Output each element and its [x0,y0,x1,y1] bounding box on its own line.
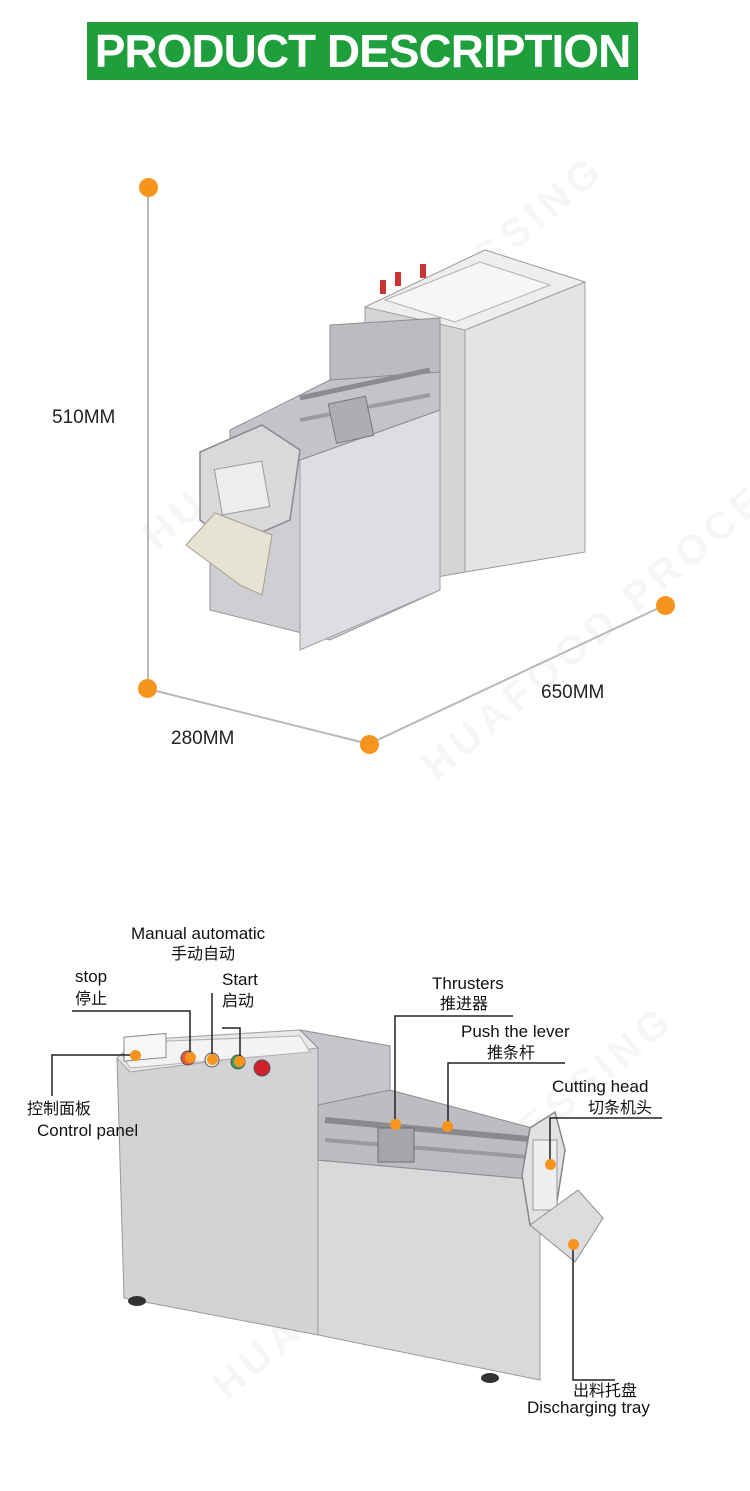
machine-image-top [185,249,587,651]
manual-automatic-marker [207,1054,218,1065]
origin-marker [138,679,157,698]
length-label: 650MM [541,682,605,703]
start-marker [234,1056,245,1067]
machine-image-bottom [116,1029,604,1383]
discharging-tray-marker [568,1239,579,1250]
thrusters-label: Thrusters [432,974,504,993]
height-top-marker [139,178,158,197]
stop-label: stop [75,967,108,986]
cutting-head-label: Cutting head [552,1077,649,1096]
start-label-cn: 启动 [222,991,255,1010]
thrusters-marker [390,1119,401,1130]
thrusters-label-cn: 推进器 [440,994,489,1013]
corner-marker [360,735,379,754]
manual-automatic-label: Manual automatic [131,924,266,943]
discharging-tray-label: Discharging tray [527,1398,650,1417]
control-panel-label-cn: 控制面板 [27,1099,92,1118]
width-label: 280MM [171,728,235,749]
push-lever-label-cn: 推条杆 [487,1043,536,1062]
page-title: PRODUCT DESCRIPTION [87,22,638,80]
stop-marker [185,1052,196,1063]
manual-automatic-label-cn: 手动自动 [171,944,236,963]
stop-label-cn: 停止 [75,989,108,1008]
push-lever-marker [442,1121,453,1132]
control-panel-label: Control panel [37,1121,139,1140]
push-lever-label: Push the lever [461,1022,570,1041]
height-label: 510MM [52,407,116,428]
control-panel-marker [130,1050,141,1061]
length-end-marker [656,596,675,615]
discharging-tray-label-cn: 出料托盘 [573,1381,638,1400]
cutting-head-marker [545,1159,556,1170]
cutting-head-label-cn: 切条机头 [588,1098,653,1117]
start-label: Start [222,970,258,989]
